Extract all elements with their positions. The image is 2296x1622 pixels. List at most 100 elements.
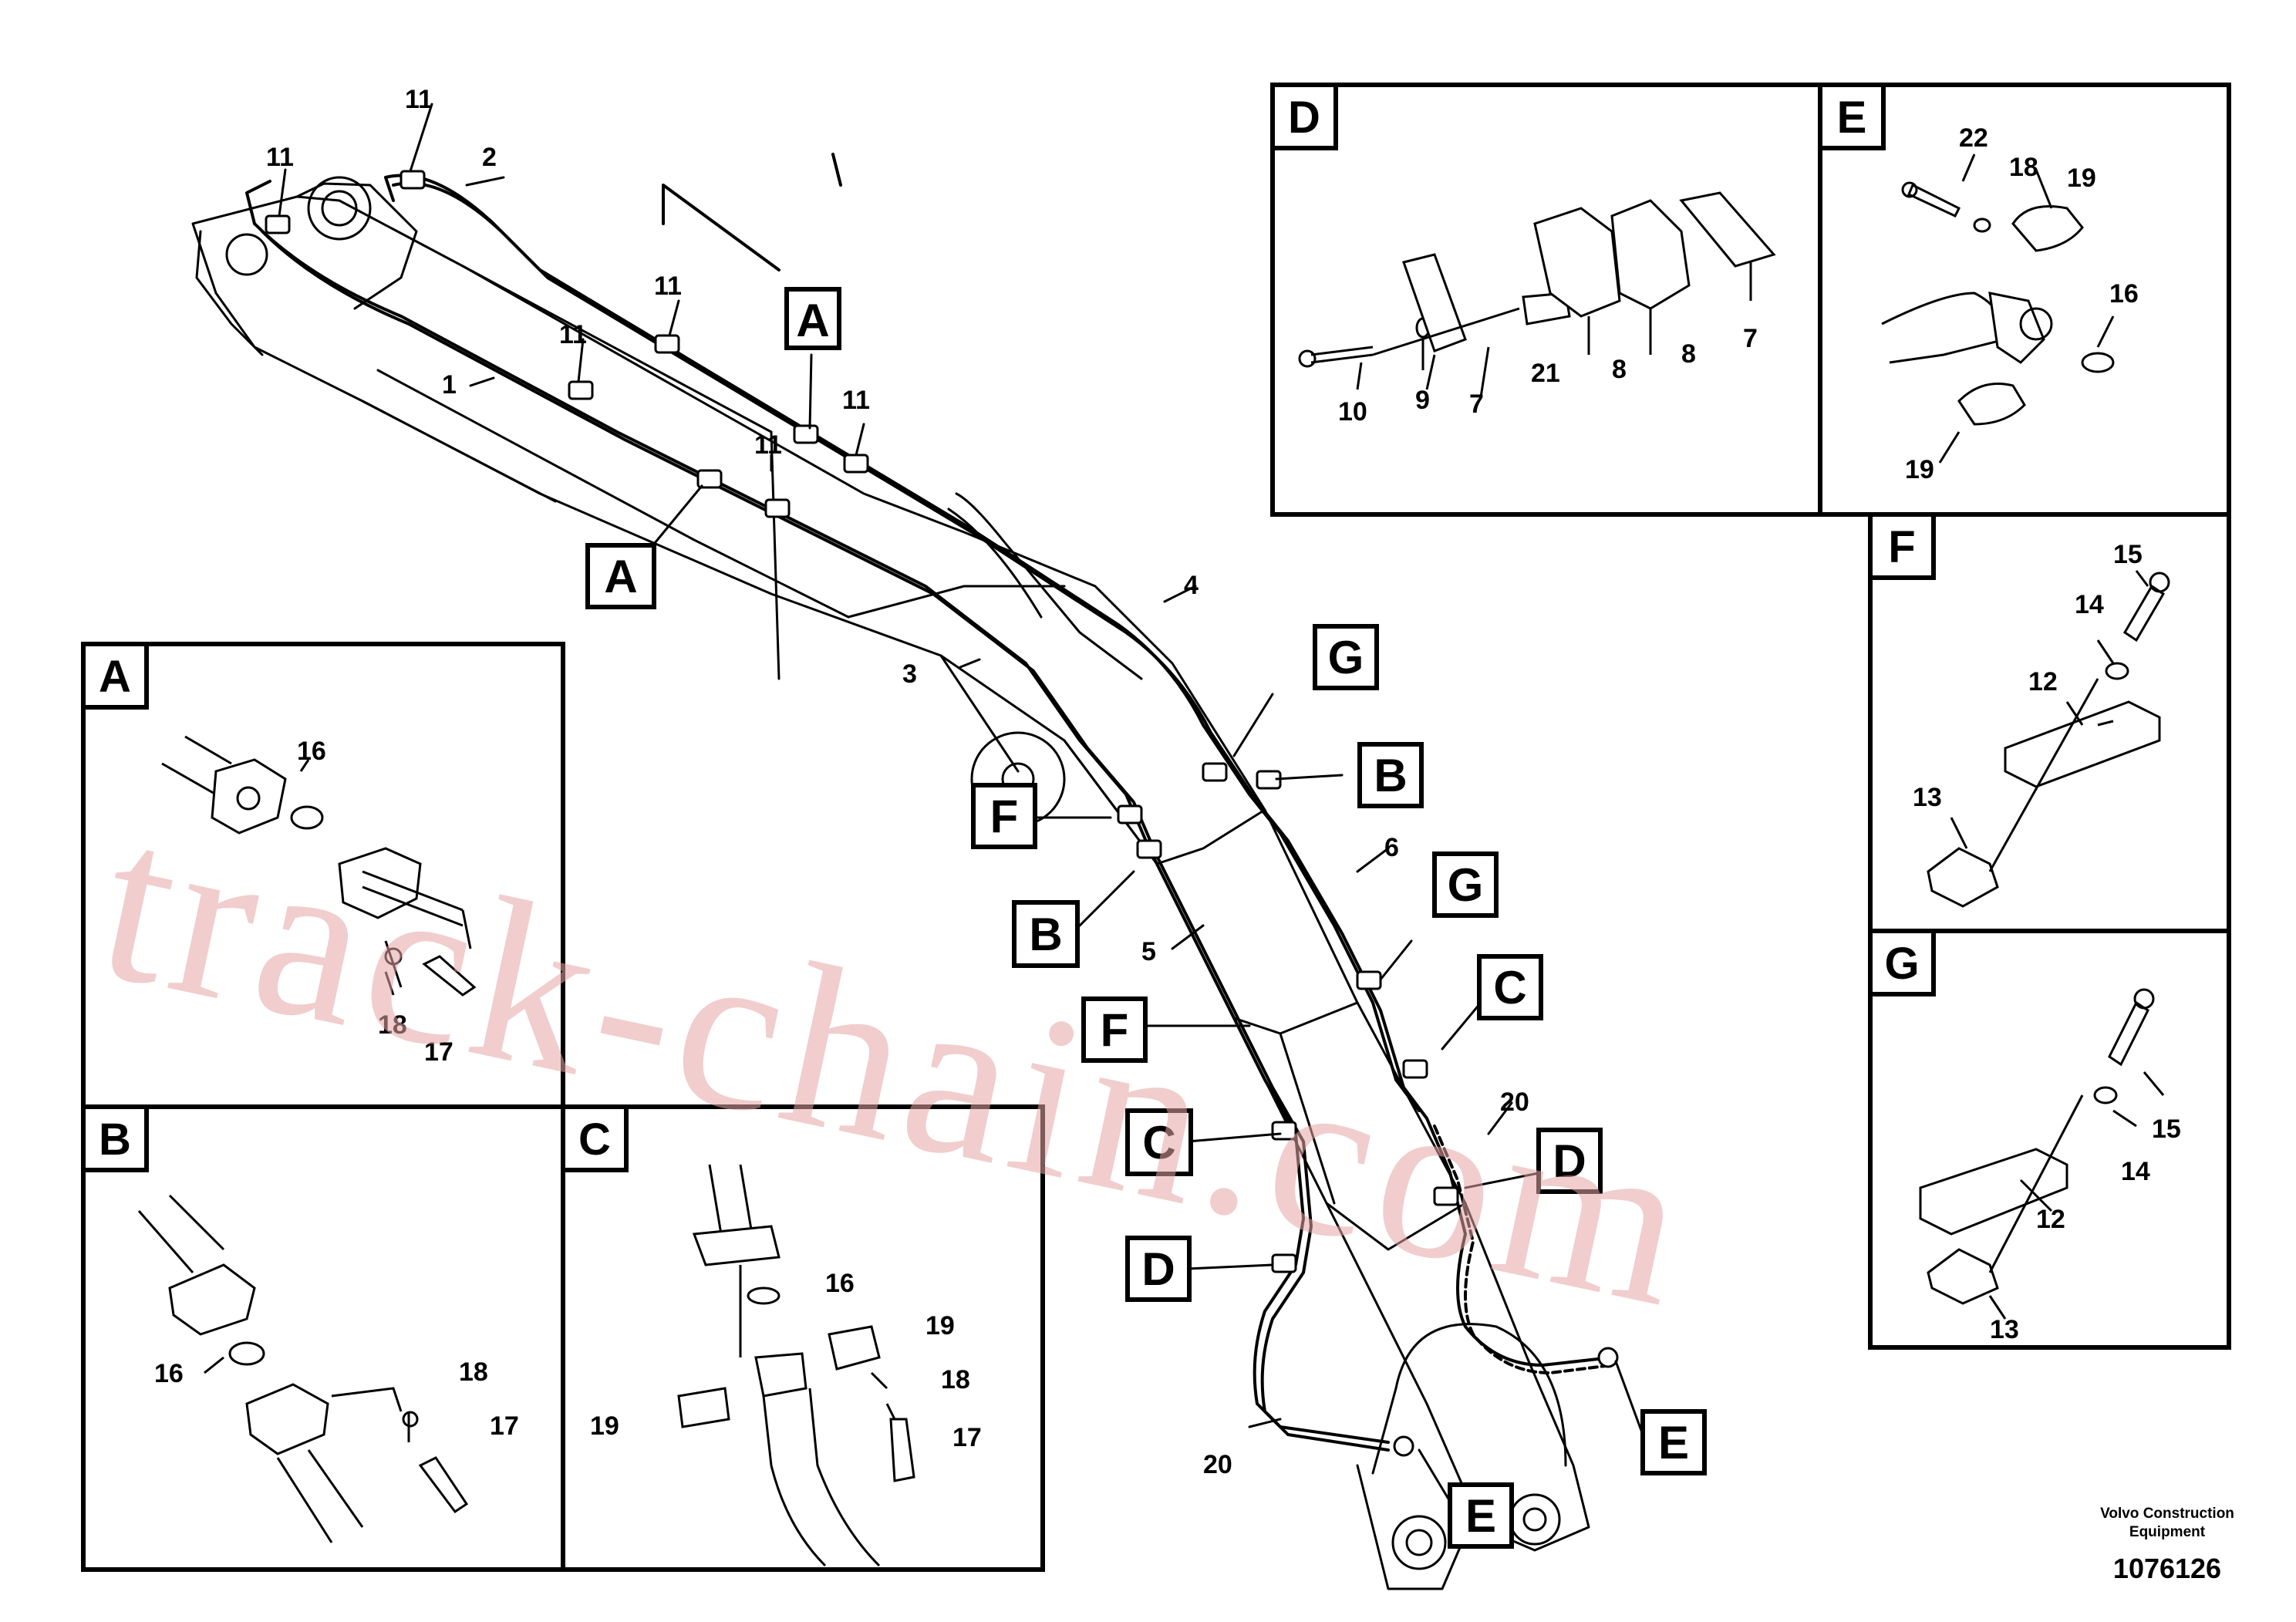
panel-g-drawing (1919, 988, 2165, 1320)
callout-box-g (1432, 851, 1499, 918)
panel-c-frame (561, 1104, 1045, 1572)
label-6: 6 (1384, 833, 1399, 862)
callout-boxes (585, 287, 1707, 1549)
svg-text:E: E (1465, 1490, 1496, 1542)
company-line2: Equipment (2129, 1524, 2206, 1540)
callout-box-b (1012, 900, 1080, 968)
label-17: 17 (952, 1423, 982, 1452)
svg-text:E: E (1837, 93, 1867, 143)
label-14: 14 (2121, 1157, 2150, 1186)
callout-box-a (585, 543, 656, 609)
panel-d-labels: 10 9 7 21 8 8 7 (1338, 324, 1758, 427)
panel-c-labels: 16 19 18 19 17 (590, 1269, 982, 1452)
label-13: 13 (1913, 783, 1942, 812)
label-21: 21 (1531, 359, 1560, 388)
callout-box-d (1536, 1128, 1603, 1194)
svg-text:G: G (1448, 859, 1484, 911)
label-2: 2 (482, 143, 497, 172)
label-19: 19 (925, 1311, 955, 1340)
callout-box-e (1640, 1409, 1707, 1475)
callout-box-a (784, 287, 841, 350)
panel-c-drawing (677, 1164, 915, 1567)
label-18: 18 (378, 1010, 407, 1040)
detail-panel-frames (81, 83, 2231, 1572)
label-20: 20 (1203, 1450, 1232, 1479)
label-11: 11 (754, 430, 782, 460)
label-16: 16 (825, 1269, 855, 1298)
panel-e-labels: 22 18 19 16 19 (1905, 123, 2139, 484)
svg-text:B: B (1374, 750, 1407, 801)
label-16: 16 (154, 1359, 184, 1388)
svg-text:D: D (1288, 93, 1320, 143)
svg-text:C: C (578, 1114, 611, 1165)
panel-b-labels: 16 18 17 (154, 1357, 519, 1441)
svg-text:B: B (1029, 909, 1062, 960)
panel-g-labels: 15 14 12 13 (1990, 1114, 2181, 1344)
label-19: 19 (590, 1411, 619, 1441)
callout-box-c (1477, 954, 1543, 1020)
svg-text:A: A (796, 295, 829, 346)
callout-leaders (278, 103, 1644, 1529)
company-line1: Volvo Construction (2100, 1506, 2234, 1522)
callout-box-e (1448, 1482, 1514, 1549)
callout-box-f (971, 783, 1037, 849)
svg-text:A: A (604, 551, 637, 602)
panel-b-drawing (137, 1194, 469, 1543)
label-11: 11 (654, 271, 682, 301)
panel-d-drawing (1298, 191, 1776, 398)
svg-text:F: F (990, 791, 1019, 842)
callout-box-g (1313, 624, 1379, 690)
svg-text:D: D (1553, 1135, 1586, 1187)
panel-letters: A B C D E F G (99, 93, 1920, 1165)
panel-a-labels: 16 18 17 (297, 737, 453, 1067)
label-20: 20 (1500, 1088, 1529, 1117)
svg-text:F: F (1101, 1004, 1129, 1056)
pipe-clamps (265, 170, 1619, 1457)
label-15: 15 (2113, 540, 2143, 569)
svg-text:G: G (1328, 632, 1364, 683)
hydraulic-pipes (245, 153, 1613, 1452)
callout-box-c (1125, 1108, 1193, 1176)
label-16: 16 (297, 737, 326, 766)
drawing-number: 1076126 (2113, 1553, 2221, 1584)
footer: Volvo Construction Equipment 1076126 (2100, 1506, 2234, 1584)
label-18: 18 (459, 1357, 488, 1387)
svg-text:B: B (99, 1114, 131, 1165)
callout-box-f (1081, 996, 1148, 1063)
label-11: 11 (842, 386, 870, 415)
label-13: 13 (1990, 1315, 2019, 1344)
svg-text:C: C (1142, 1117, 1175, 1168)
label-16: 16 (2109, 279, 2139, 309)
panel-f-drawing (1927, 570, 2170, 908)
svg-text:F: F (1888, 522, 1915, 572)
callout-letters: A A G B F B G F C C D D E E (604, 295, 1689, 1542)
label-19: 19 (1905, 455, 1934, 484)
panel-letter-boxes (81, 83, 1936, 1172)
label-15: 15 (2152, 1114, 2181, 1144)
label-11: 11 (266, 143, 294, 172)
label-12: 12 (2028, 667, 2058, 696)
label-19: 19 (2067, 164, 2096, 193)
callout-box-b (1357, 742, 1424, 808)
label-18: 18 (2009, 153, 2038, 182)
label-7: 7 (1743, 324, 1758, 353)
label-17: 17 (424, 1037, 453, 1067)
panel-a-drawing (161, 735, 477, 996)
panel-b-frame (81, 1104, 565, 1572)
label-5: 5 (1141, 937, 1156, 966)
label-4: 4 (1184, 571, 1199, 600)
label-11: 11 (405, 85, 433, 114)
svg-text:C: C (1493, 962, 1526, 1013)
label-3: 3 (902, 659, 917, 689)
svg-text:E: E (1658, 1417, 1689, 1469)
label-1: 1 (442, 370, 457, 400)
label-22: 22 (1959, 123, 1988, 153)
panel-g-frame (1868, 929, 2231, 1350)
panel-e-drawing (1881, 153, 2115, 464)
label-12: 12 (2036, 1205, 2065, 1234)
svg-text:D: D (1141, 1243, 1175, 1295)
label-8: 8 (1612, 355, 1627, 384)
svg-text:A: A (99, 652, 131, 702)
label-14: 14 (2075, 590, 2104, 619)
label-8: 8 (1681, 339, 1696, 369)
